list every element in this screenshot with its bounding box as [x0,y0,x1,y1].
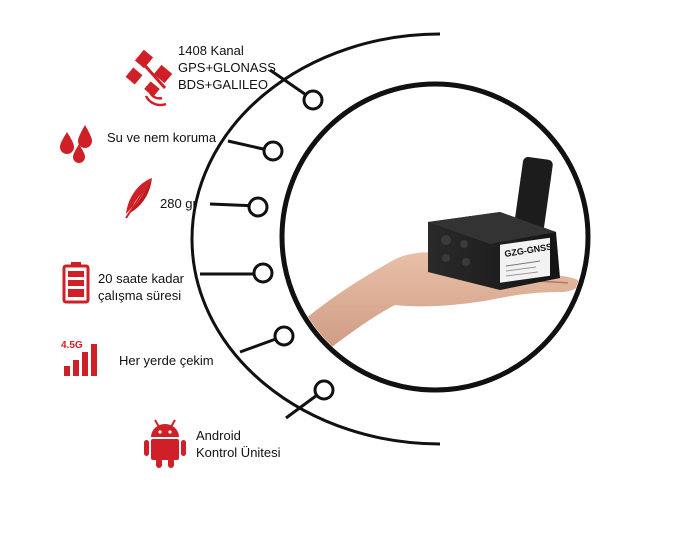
arc-node [247,196,269,218]
battery-icon [62,262,90,304]
feature-android: Android Kontrol Ünitesi [196,427,281,461]
signal-4-5g-icon: 4.5G [61,340,97,376]
feature-line: Su ve nem koruma [107,130,217,145]
feature-line: Android [196,428,241,443]
android-icon [144,419,186,468]
arc-node [273,325,295,347]
feature-weight: 280 gr [160,195,197,212]
feather-icon [125,178,152,219]
feature-line: Her yerde çekim [119,353,214,368]
product-photo: GZG-GNSS [285,156,579,372]
feature-water-protection: Su ve nem koruma [107,129,216,146]
arc-node [262,140,284,162]
feature-battery: 20 saate kadar çalışma süresi [98,270,184,304]
signal-badge-text: 4.5G [61,340,83,351]
feature-line: Kontrol Ünitesi [196,445,281,460]
water-drops-icon [60,125,92,163]
antenna [513,156,553,240]
outer-arc [190,32,441,446]
feature-line: 280 gr [160,196,197,211]
satellite-icon [125,49,173,107]
feature-channels: 1408 Kanal GPS+GLONASS BDS+GALILEO [178,42,276,93]
arc-node [252,262,274,284]
arc-node [302,89,324,111]
feature-line: 1408 Kanal [178,43,244,58]
inner-ring [279,81,591,393]
arc-node [313,379,335,401]
feature-line: 20 saate kadar [98,271,185,286]
device-label [500,237,550,283]
feature-line: çalışma süresi [98,288,182,303]
feature-line: BDS+GALILEO [178,77,268,92]
feature-signal: Her yerde çekim [119,352,214,369]
feature-line: GPS+GLONASS [178,60,276,75]
